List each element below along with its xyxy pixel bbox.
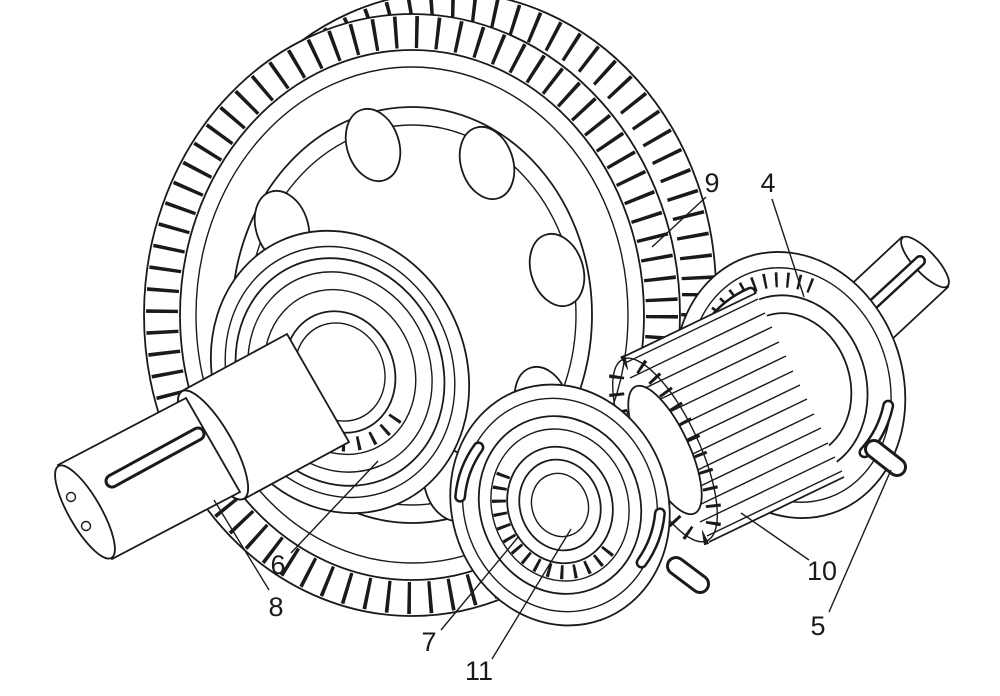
shaft-keyway	[104, 426, 206, 489]
front-bearing-rollers	[491, 466, 614, 580]
front-bearing-slot	[454, 441, 485, 503]
callout-label-7: 7	[421, 627, 436, 657]
shaft-end-hole	[80, 520, 92, 532]
pinion-bottom-edge	[708, 476, 845, 543]
front-bearing-pin	[666, 556, 710, 594]
gear-lightening-hole	[458, 126, 516, 200]
callout-leaders	[213, 196, 892, 660]
callout-label-5: 5	[810, 611, 825, 641]
gear-lightening-hole	[344, 108, 402, 182]
shaft-end-hole	[65, 491, 77, 503]
callout-leader-9	[651, 196, 707, 248]
shaft-end-face	[54, 464, 116, 560]
callout-leader-6	[290, 460, 379, 554]
callout-leader-5	[828, 469, 892, 613]
pinion-top-edge	[620, 292, 757, 359]
stub-keyway	[862, 255, 926, 315]
gear-rim	[195, 66, 629, 564]
output-shaft	[54, 332, 351, 561]
callout-label-8: 8	[268, 592, 283, 622]
callout-leader-7	[440, 535, 520, 631]
callout-label-4: 4	[760, 168, 775, 198]
callout-label-11: 11	[465, 656, 493, 686]
callout-leader-8	[213, 499, 270, 591]
callout-leader-10	[740, 512, 810, 561]
pinion-shaft-end	[518, 458, 602, 552]
front-bearing	[449, 383, 671, 627]
gear-lightening-hole	[528, 233, 586, 307]
callout-label-6: 6	[270, 550, 285, 580]
callout-leader-11	[491, 528, 572, 660]
callout-label-10: 10	[807, 556, 837, 586]
front-bearing-slot	[635, 507, 666, 569]
housing-pin	[864, 439, 907, 477]
callout-label-9: 9	[704, 168, 719, 198]
callout-labels: 9 4 6 8 10 5 7 11	[268, 168, 837, 686]
callout-leader-4	[771, 198, 805, 298]
